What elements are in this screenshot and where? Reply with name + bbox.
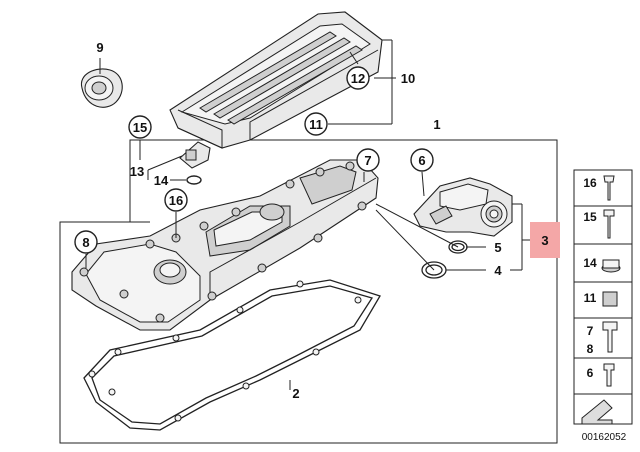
- callout-13: 13: [130, 164, 144, 179]
- callout-8: 8: [82, 235, 89, 250]
- callout-1: 1: [433, 117, 440, 132]
- valve-cover-gasket: [83, 279, 381, 431]
- bolt-7-8-icon: [602, 321, 618, 353]
- diagram-number: 00162052: [582, 432, 627, 443]
- callout-6: 6: [418, 153, 425, 168]
- clip-11-icon: [602, 291, 618, 307]
- screw-15-icon: [603, 209, 615, 239]
- callout-3: 3: [541, 233, 548, 248]
- parts-legend: 16 15 14 11 7 8 6 00162052: [573, 169, 633, 443]
- callout-10: 10: [401, 71, 415, 86]
- callout-14: 14: [154, 173, 169, 188]
- callout-16: 16: [169, 193, 183, 208]
- callout-5: 5: [494, 240, 501, 255]
- grommet-14-icon: [602, 259, 620, 269]
- legend-label-15: 15: [583, 210, 597, 224]
- oil-filler-cap: [80, 68, 123, 108]
- engine-cover: [169, 11, 383, 149]
- assembly-frame: [59, 139, 558, 444]
- o-rings: [421, 240, 468, 279]
- highlight-box: [530, 222, 560, 258]
- sensor-part: [179, 141, 211, 185]
- arrow-icon: [581, 399, 613, 425]
- callout-7: 7: [364, 153, 371, 168]
- callout-12: 12: [351, 71, 365, 86]
- legend-label-7: 7: [587, 324, 594, 338]
- screw-16-icon: [603, 175, 615, 201]
- pressure-regulating-valve: [413, 177, 513, 237]
- callout-11: 11: [309, 117, 323, 132]
- callouts: 9 12 10 11 1 15 13 14 16 8 7 6 3 5 4 2: [74, 40, 560, 401]
- callout-9: 9: [96, 40, 103, 55]
- leader-lines: [85, 39, 530, 390]
- legend-label-16: 16: [583, 176, 597, 190]
- callout-4: 4: [494, 263, 502, 278]
- callout-2: 2: [292, 386, 299, 401]
- legend-label-11: 11: [584, 291, 597, 305]
- callout-15: 15: [133, 120, 147, 135]
- legend-label-6: 6: [587, 366, 594, 380]
- legend-label-8: 8: [587, 342, 594, 356]
- screw-6-icon: [603, 363, 615, 387]
- valve-cover: [71, 159, 379, 331]
- legend-label-14: 14: [583, 256, 597, 270]
